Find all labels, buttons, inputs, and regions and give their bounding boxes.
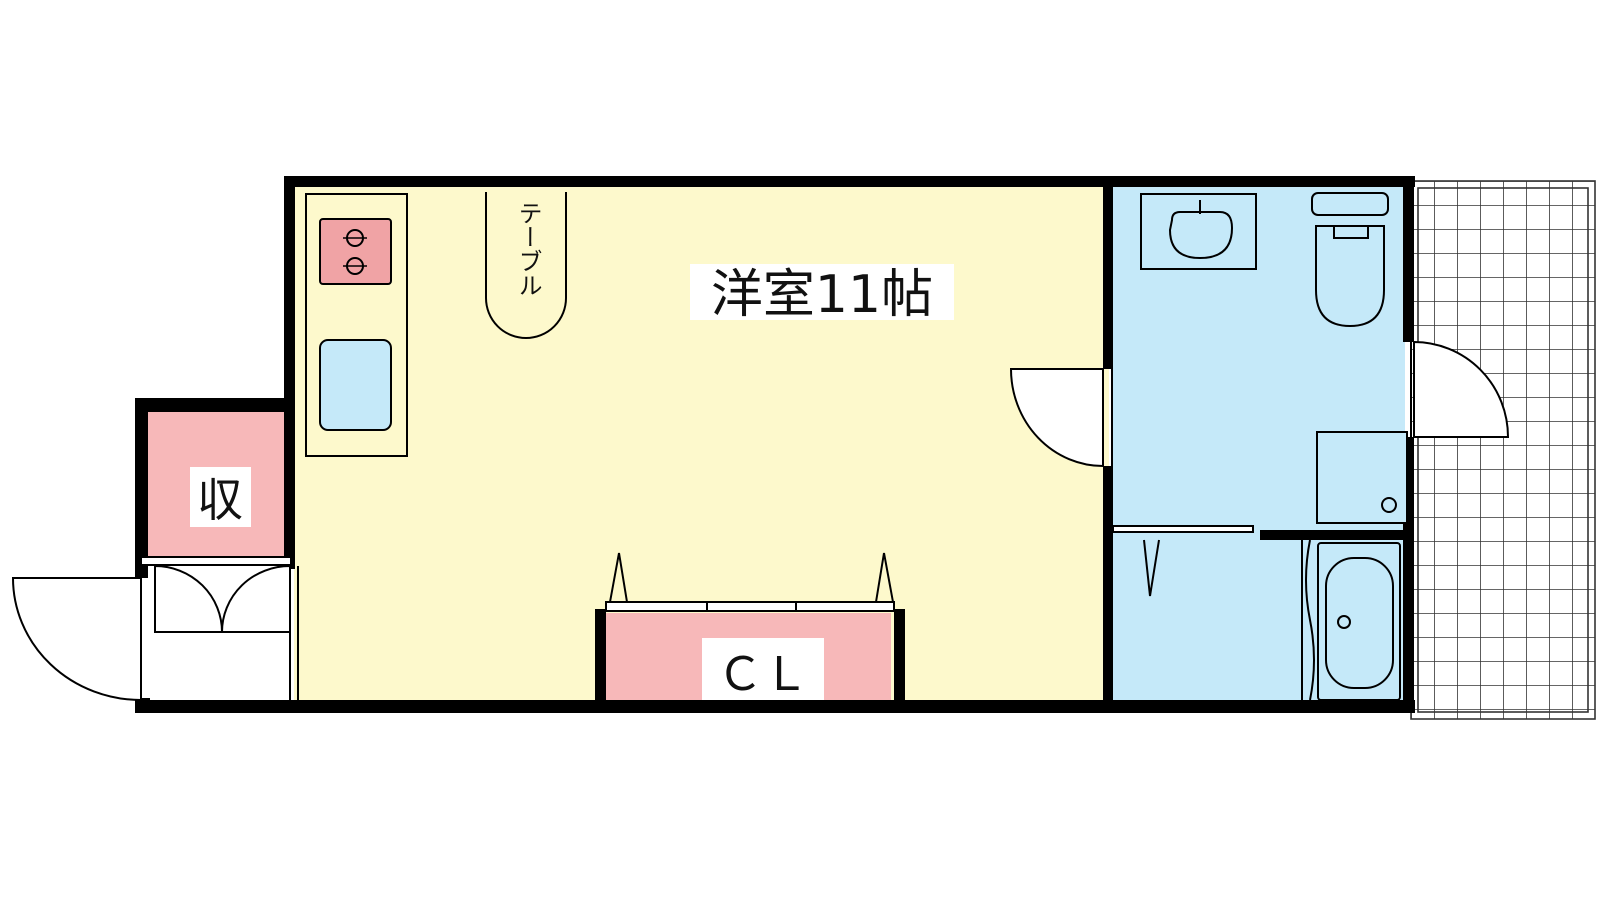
stove-icon xyxy=(319,218,392,285)
toilet-icon xyxy=(1311,192,1389,328)
bathroom-door xyxy=(1112,525,1315,701)
walls xyxy=(135,176,1415,713)
closet-sliding-door xyxy=(605,552,895,612)
balcony xyxy=(1410,180,1596,720)
kitchen-sink-icon xyxy=(319,339,392,431)
western-room-label: 洋室11帖 xyxy=(711,265,933,325)
washing-machine-icon xyxy=(1316,431,1408,524)
table: テーブル xyxy=(485,192,567,339)
kitchen-counter xyxy=(305,193,408,457)
table-label: テーブル xyxy=(514,201,542,297)
door-swing-icon xyxy=(11,340,1510,702)
bathtub-icon xyxy=(1317,542,1401,701)
washbasin-icon xyxy=(1140,193,1257,270)
storage-label: 収 xyxy=(197,473,243,527)
closet-label: ＣＬ xyxy=(717,647,809,701)
